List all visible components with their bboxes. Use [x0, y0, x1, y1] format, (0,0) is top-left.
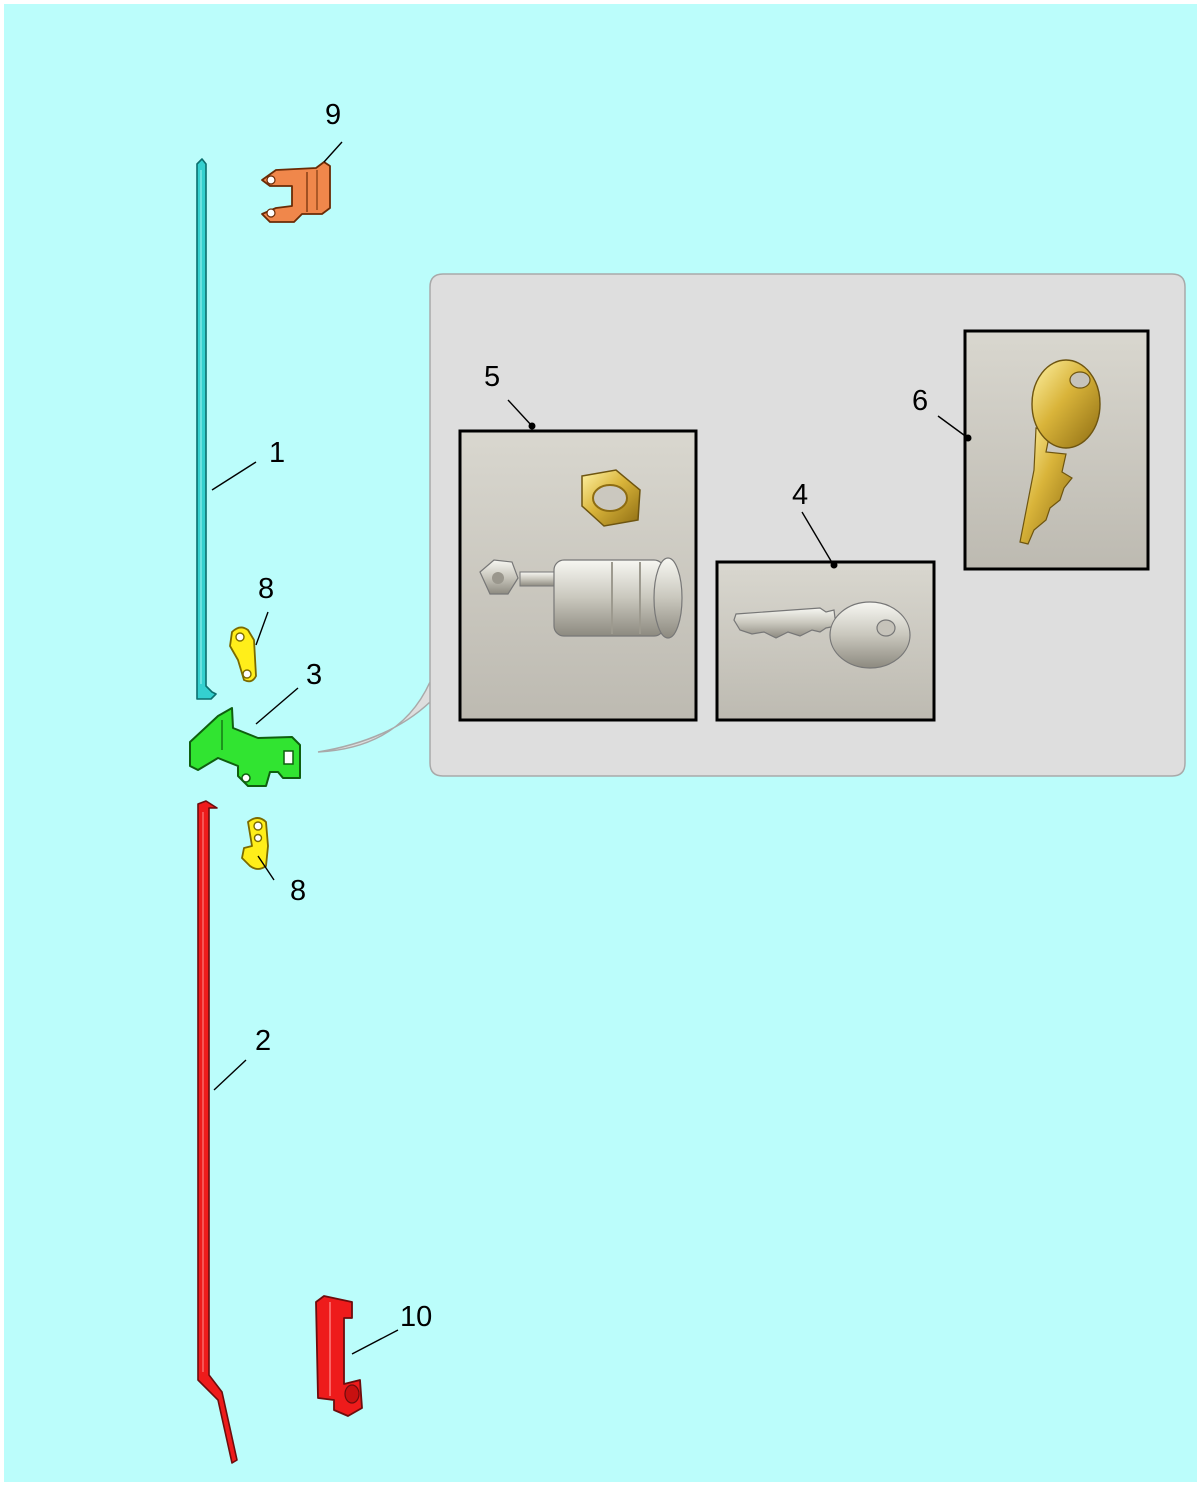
- hinge-bracket-part: [261, 161, 331, 223]
- leader-line-4: [801, 511, 835, 567]
- brass-key-image: [1019, 359, 1101, 545]
- callout-8-upper: 8: [258, 573, 274, 605]
- leader-line-10: [351, 1329, 399, 1355]
- callout-8-lower: 8: [290, 875, 306, 907]
- leader-line-6: [937, 415, 969, 439]
- callout-1: 1: [269, 437, 285, 469]
- callout-9: 9: [325, 99, 341, 131]
- leader-line-8-upper: [255, 611, 269, 646]
- lock-bracket-part: [189, 707, 301, 787]
- leader-line-8-lower: [257, 855, 275, 881]
- leader-lines: [211, 141, 969, 1355]
- upper-clip-part: [229, 626, 257, 683]
- leader-line-5: [507, 399, 533, 427]
- cylinder-body-image: [479, 557, 683, 639]
- callout-2: 2: [255, 1025, 271, 1057]
- upper-rod-part: [196, 158, 217, 700]
- brass-key-photo: [963, 329, 1150, 571]
- callout-4: 4: [792, 479, 808, 511]
- leader-dot-5: [528, 422, 536, 430]
- callout-5: 5: [484, 361, 500, 393]
- leader-dot-6: [964, 434, 972, 442]
- leader-line-9: [323, 141, 343, 163]
- bottom-bracket-part: [315, 1295, 363, 1417]
- lock-cylinder-photo: [458, 429, 698, 722]
- lower-rod-part: [197, 800, 238, 1464]
- leader-line-1: [211, 461, 257, 491]
- callout-10: 10: [400, 1301, 432, 1333]
- callout-3: 3: [306, 659, 322, 691]
- leader-dot-4: [830, 561, 838, 569]
- leader-line-3: [255, 687, 299, 725]
- leader-line-2: [213, 1059, 247, 1091]
- silver-key-image: [733, 601, 911, 669]
- lower-clip-part: [241, 817, 269, 870]
- hex-nut-image: [581, 469, 641, 527]
- silver-key-photo: [715, 560, 936, 722]
- callout-6: 6: [912, 385, 928, 417]
